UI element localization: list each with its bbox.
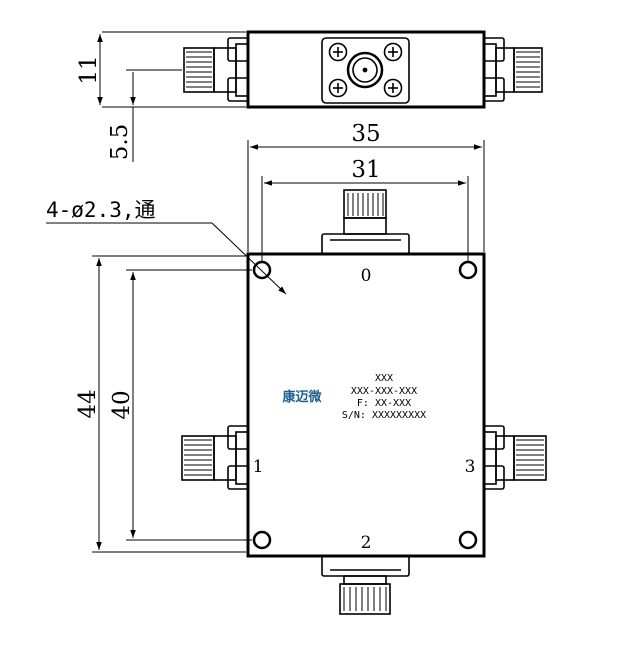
dim-offset — [126, 69, 182, 162]
mounting-hole — [252, 530, 272, 550]
side-left-connector — [183, 37, 249, 102]
label-line-4: S/N: XXXXXXXXX — [342, 410, 426, 421]
dim-side-height — [97, 31, 246, 108]
side-view — [183, 30, 543, 109]
connector-top-thread — [347, 193, 384, 216]
side-right-thread — [516, 51, 540, 88]
mounting-hole — [252, 260, 272, 280]
label-line-2: XXX-XXX-XXX — [351, 386, 417, 397]
flange-screw — [383, 42, 403, 62]
connector-right-thread — [516, 439, 544, 476]
label-line-1: XXX — [375, 373, 393, 384]
port-label-2: 2 — [361, 533, 372, 553]
dim-hole-width-value: 31 — [351, 157, 380, 183]
side-left-thread — [186, 51, 212, 88]
dim-total-width — [247, 140, 485, 252]
brand-logo-text: 康迈微 — [282, 389, 322, 405]
connector-bottom — [321, 555, 410, 615]
connector-left — [181, 425, 249, 490]
product-label: 康迈微 XXX XXX-XXX-XXX F: XX-XXX S/N: XXXXX… — [282, 373, 426, 421]
dim-total-height-value: 44 — [75, 389, 101, 418]
dim-total-height — [92, 255, 246, 553]
dim-hole-width — [261, 176, 469, 262]
port-label-1: 1 — [253, 457, 264, 477]
connector-right — [483, 425, 547, 490]
dim-total-width-value: 35 — [351, 121, 380, 147]
flange-screw — [328, 78, 348, 98]
connector-bottom-thread — [343, 587, 387, 611]
hole-callout-leader — [46, 222, 287, 295]
mounting-hole — [458, 260, 478, 280]
flange-screw — [383, 78, 403, 98]
dim-side-height-value: 11 — [76, 55, 102, 84]
port-label-3: 3 — [465, 457, 476, 477]
port-label-0: 0 — [361, 266, 372, 286]
connector-top — [321, 189, 410, 255]
mounting-hole — [458, 530, 478, 550]
label-line-3: F: XX-XXX — [357, 398, 411, 409]
side-front-flange — [321, 37, 410, 104]
dim-hole-height-value: 40 — [109, 390, 135, 419]
connector-left-thread — [184, 439, 212, 476]
dim-hole-height — [126, 269, 252, 541]
front-view — [181, 189, 547, 615]
dim-offset-value: 5.5 — [107, 124, 133, 161]
hole-callout-text: 4-ø2.3,通 — [46, 198, 156, 222]
side-right-connector — [483, 37, 543, 102]
flange-screw — [328, 42, 348, 62]
